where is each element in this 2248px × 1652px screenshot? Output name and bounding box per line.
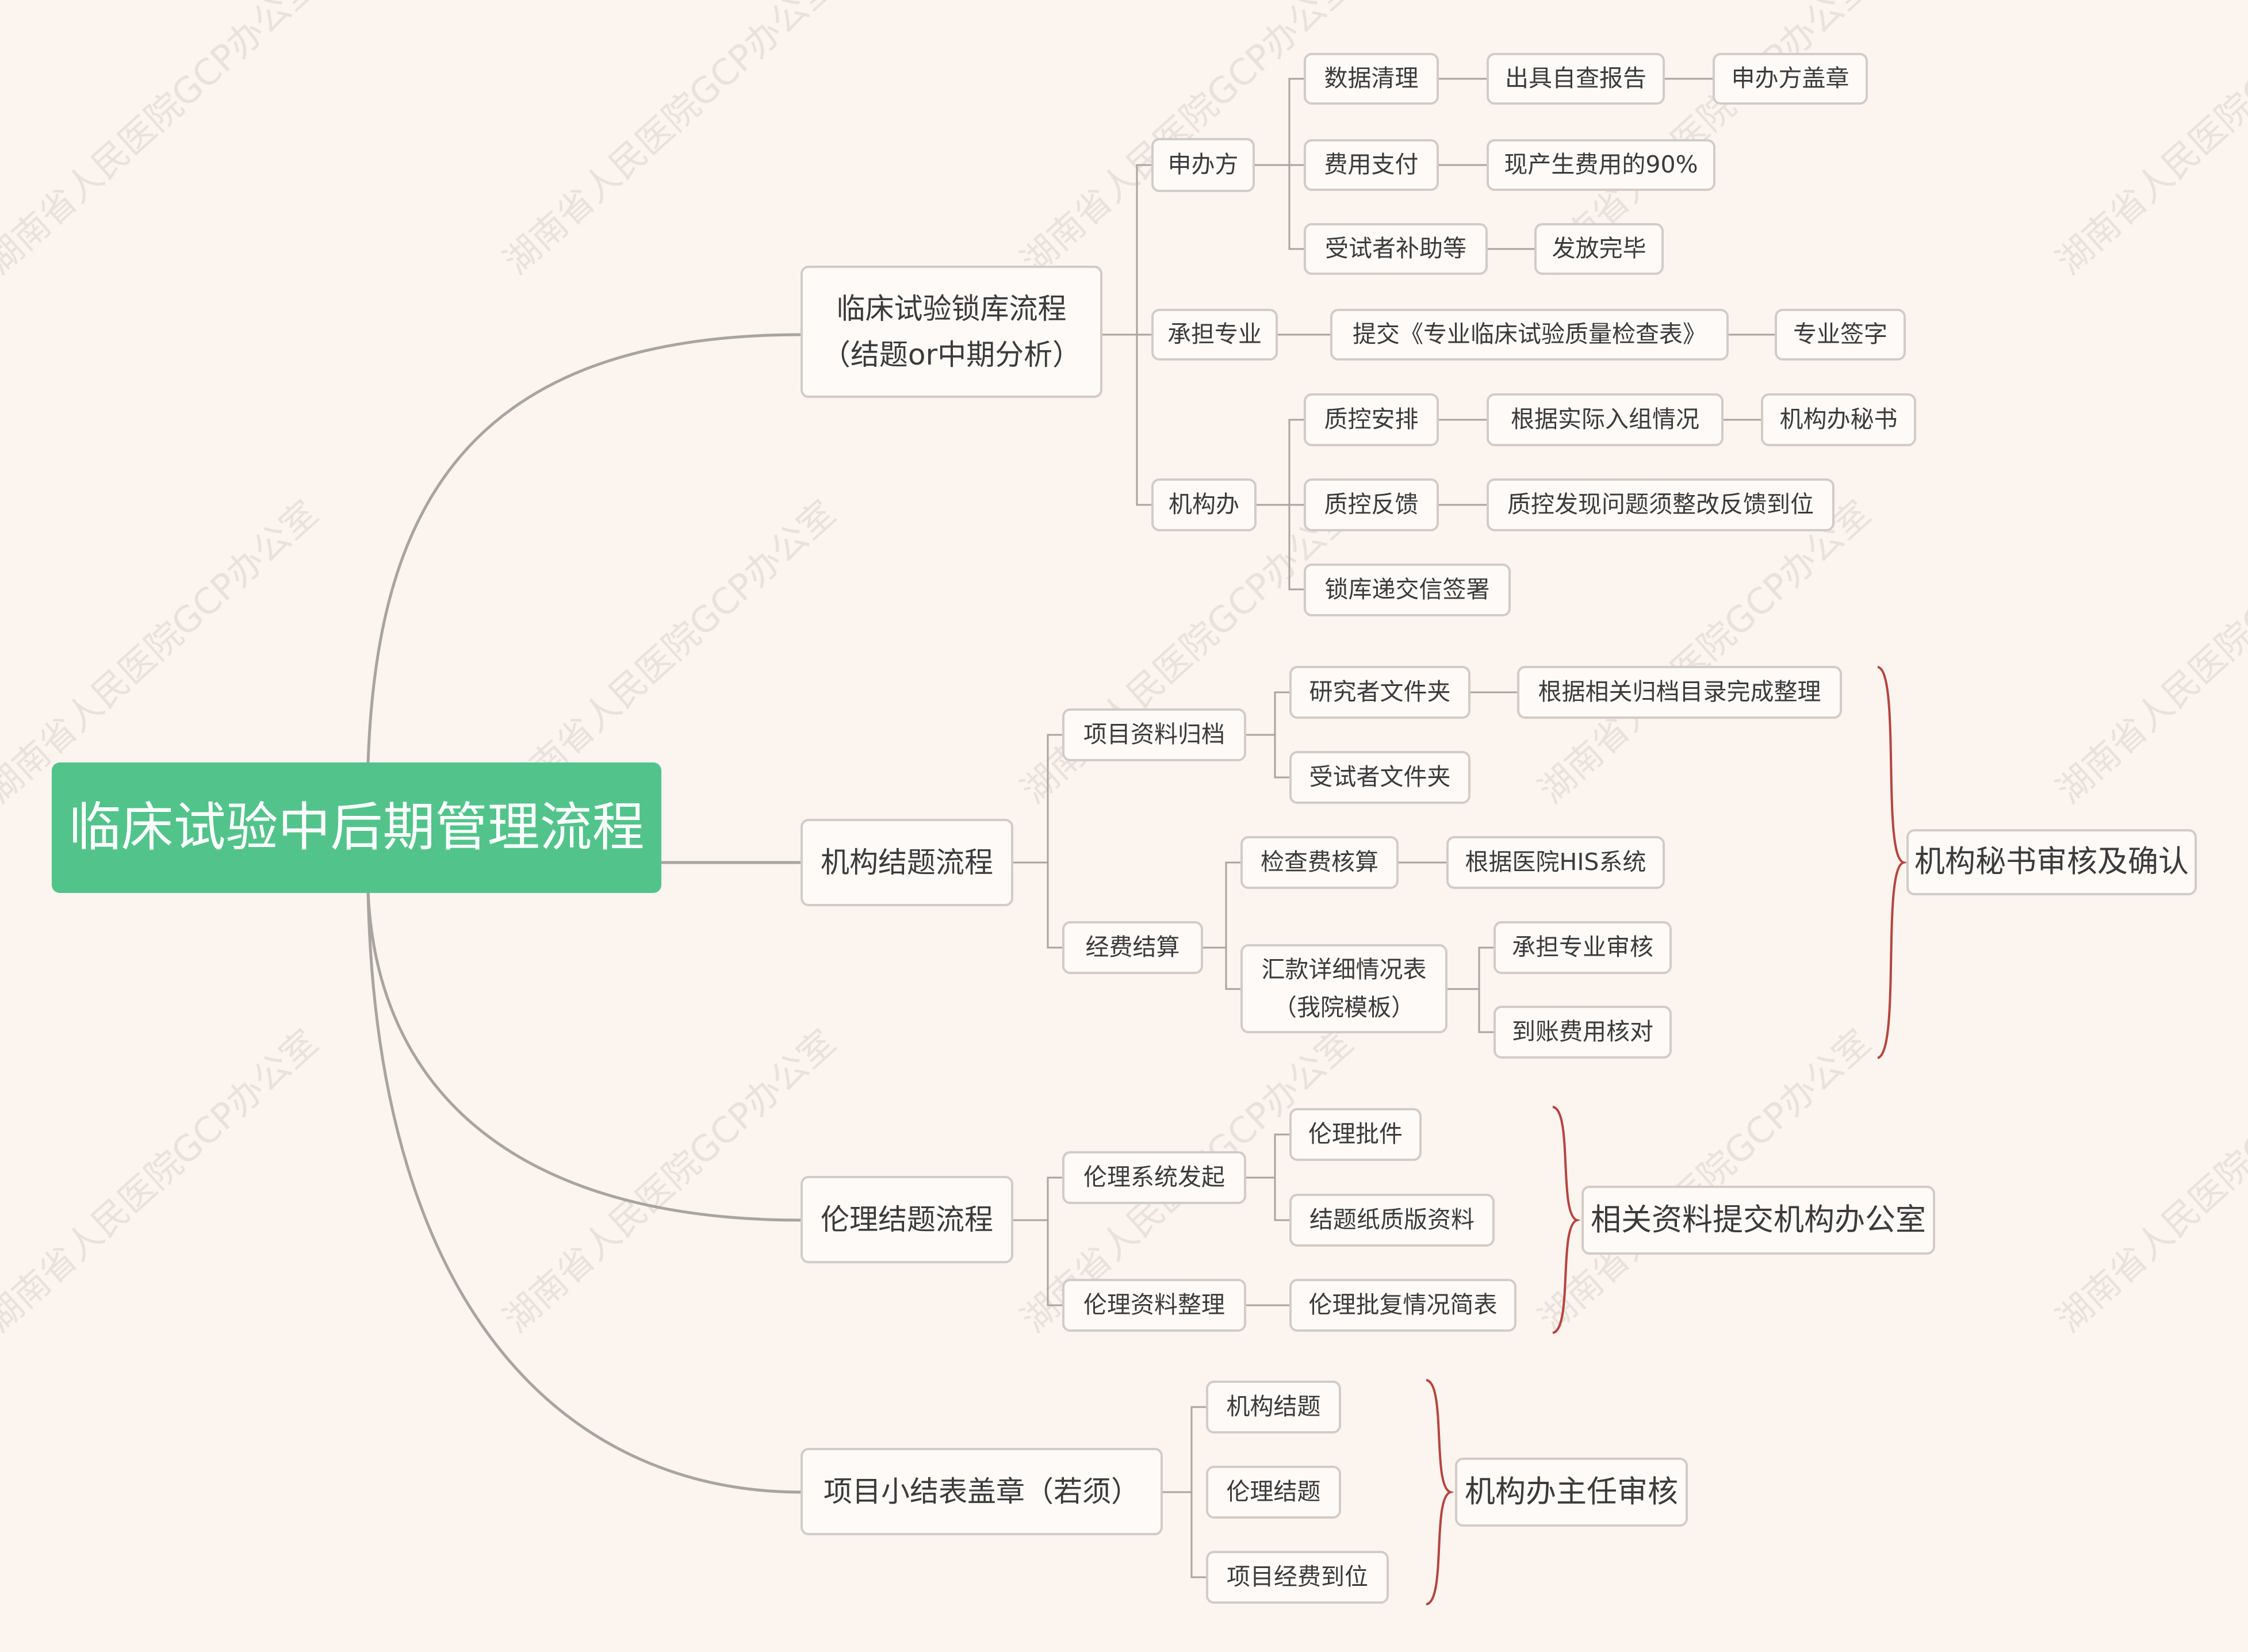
branch-institution-closeout-label: 机构结题流程 bbox=[821, 846, 993, 879]
node-fee-90-label: 现产生费用的90% bbox=[1504, 151, 1698, 179]
node-qc-arrangement-label: 质控安排 bbox=[1324, 405, 1419, 434]
node-department-label: 承担专业 bbox=[1167, 320, 1262, 348]
node-qc-rectification-label: 质控发现问题须整改反馈到位 bbox=[1507, 490, 1814, 519]
node-ethics-docs-label: 伦理资料整理 bbox=[1083, 1291, 1225, 1319]
node-funds-received-label: 项目经费到位 bbox=[1227, 1563, 1368, 1591]
node-lock-letter[interactable]: 锁库递交信签署 bbox=[1304, 564, 1511, 616]
node-remittance-title: 汇款详细情况表 bbox=[1261, 955, 1427, 983]
node-institution-closeout-label: 机构结题 bbox=[1226, 1393, 1321, 1421]
branch-institution-closeout[interactable]: 机构结题流程 bbox=[801, 819, 1013, 906]
node-qc-rectification[interactable]: 质控发现问题须整改反馈到位 bbox=[1487, 478, 1835, 531]
node-ethics-closeout[interactable]: 伦理结题 bbox=[1206, 1466, 1341, 1519]
node-office-secretary[interactable]: 机构办秘书 bbox=[1761, 393, 1916, 446]
node-dept-sign-label: 专业签字 bbox=[1793, 320, 1887, 348]
node-ethics-approval[interactable]: 伦理批件 bbox=[1289, 1108, 1422, 1161]
node-ethics-approval-label: 伦理批件 bbox=[1308, 1120, 1403, 1148]
branch-lock-title: 临床试验锁库流程 bbox=[836, 292, 1067, 325]
node-self-check-report[interactable]: 出具自查报告 bbox=[1487, 53, 1665, 105]
node-data-cleaning-label: 数据清理 bbox=[1324, 64, 1419, 93]
node-qc-arrangement[interactable]: 质控安排 bbox=[1304, 393, 1439, 446]
node-sponsor[interactable]: 申办方 bbox=[1151, 138, 1255, 192]
node-receipt-check[interactable]: 到账费用核对 bbox=[1493, 1006, 1672, 1059]
node-ethics-reply-table-label: 伦理批复情况简表 bbox=[1308, 1291, 1498, 1319]
node-receipt-check-label: 到账费用核对 bbox=[1512, 1018, 1653, 1046]
node-data-cleaning[interactable]: 数据清理 bbox=[1304, 53, 1439, 105]
node-quality-checklist[interactable]: 提交《专业临床试验质量检查表》 bbox=[1330, 309, 1729, 361]
branch-ethics-closeout-label: 伦理结题流程 bbox=[821, 1203, 993, 1236]
node-fee-payment[interactable]: 费用支付 bbox=[1304, 139, 1439, 191]
node-quality-checklist-label: 提交《专业临床试验质量检查表》 bbox=[1353, 320, 1706, 348]
node-remittance-template: （我院模板） bbox=[1273, 993, 1415, 1021]
summary-secretary-confirm[interactable]: 机构秘书审核及确认 bbox=[1906, 829, 2197, 895]
node-fee-settlement-label: 经费结算 bbox=[1085, 933, 1180, 961]
node-ethics-docs[interactable]: 伦理资料整理 bbox=[1062, 1279, 1246, 1332]
summary-director-review[interactable]: 机构办主任审核 bbox=[1455, 1458, 1688, 1527]
node-dept-review-label: 承担专业审核 bbox=[1512, 933, 1653, 961]
node-institution-office[interactable]: 机构办 bbox=[1151, 478, 1257, 531]
node-ethics-system-label: 伦理系统发起 bbox=[1083, 1163, 1225, 1191]
summary-director-review-label: 机构办主任审核 bbox=[1465, 1474, 1678, 1509]
node-fee-payment-label: 费用支付 bbox=[1324, 151, 1419, 179]
node-archive-catalog[interactable]: 根据相关归档目录完成整理 bbox=[1517, 666, 1842, 719]
node-archive[interactable]: 项目资料归档 bbox=[1062, 708, 1246, 761]
node-ethics-closeout-label: 伦理结题 bbox=[1226, 1478, 1321, 1506]
summary-secretary-confirm-label: 机构秘书审核及确认 bbox=[1914, 844, 2189, 880]
summary-submit-office[interactable]: 相关资料提交机构办公室 bbox=[1581, 1186, 1935, 1255]
node-actual-enrollment[interactable]: 根据实际入组情况 bbox=[1487, 393, 1724, 446]
node-dept-review[interactable]: 承担专业审核 bbox=[1493, 921, 1672, 974]
node-distributed-label: 发放完毕 bbox=[1552, 235, 1646, 263]
node-funds-received[interactable]: 项目经费到位 bbox=[1206, 1551, 1389, 1604]
node-sponsor-seal-label: 申办方盖章 bbox=[1731, 64, 1849, 93]
node-qc-feedback[interactable]: 质控反馈 bbox=[1304, 478, 1439, 531]
node-lock-letter-label: 锁库递交信签署 bbox=[1324, 576, 1490, 604]
node-department[interactable]: 承担专业 bbox=[1151, 309, 1278, 361]
node-investigator-folder-label: 研究者文件夹 bbox=[1309, 678, 1451, 706]
branch-lock-database[interactable]: 临床试验锁库流程 （结题or中期分析） bbox=[801, 266, 1102, 398]
node-subject-subsidy-label: 受试者补助等 bbox=[1325, 235, 1466, 263]
node-sponsor-seal[interactable]: 申办方盖章 bbox=[1713, 53, 1868, 105]
node-qc-feedback-label: 质控反馈 bbox=[1324, 490, 1419, 519]
node-subject-subsidy[interactable]: 受试者补助等 bbox=[1304, 223, 1488, 275]
node-subject-folder-label: 受试者文件夹 bbox=[1309, 763, 1451, 791]
branch-ethics-closeout[interactable]: 伦理结题流程 bbox=[801, 1176, 1013, 1263]
node-archive-label: 项目资料归档 bbox=[1083, 720, 1225, 749]
node-subject-folder[interactable]: 受试者文件夹 bbox=[1289, 751, 1470, 804]
node-his-system-label: 根据医院HIS系统 bbox=[1465, 848, 1646, 876]
node-distributed[interactable]: 发放完毕 bbox=[1534, 223, 1664, 275]
node-sponsor-label: 申办方 bbox=[1167, 151, 1239, 179]
node-paper-materials[interactable]: 结题纸质版资料 bbox=[1289, 1194, 1495, 1247]
node-fee-90[interactable]: 现产生费用的90% bbox=[1487, 139, 1715, 191]
node-ethics-system[interactable]: 伦理系统发起 bbox=[1062, 1151, 1246, 1204]
node-exam-fee-label: 检查费核算 bbox=[1261, 848, 1378, 876]
node-remittance-summary[interactable]: 汇款详细情况表 （我院模板） bbox=[1240, 944, 1447, 1033]
node-office-secretary-label: 机构办秘书 bbox=[1779, 405, 1898, 434]
summary-submit-office-label: 相关资料提交机构办公室 bbox=[1591, 1202, 1926, 1237]
node-dept-sign[interactable]: 专业签字 bbox=[1775, 309, 1906, 361]
root-node[interactable]: 临床试验中后期管理流程 bbox=[52, 762, 661, 893]
node-institution-closeout[interactable]: 机构结题 bbox=[1206, 1381, 1341, 1433]
node-exam-fee[interactable]: 检查费核算 bbox=[1240, 836, 1399, 889]
node-archive-catalog-label: 根据相关归档目录完成整理 bbox=[1538, 678, 1821, 706]
root-label: 临床试验中后期管理流程 bbox=[68, 797, 645, 858]
node-paper-materials-label: 结题纸质版资料 bbox=[1309, 1206, 1475, 1234]
node-actual-enrollment-label: 根据实际入组情况 bbox=[1511, 405, 1699, 434]
node-ethics-reply-table[interactable]: 伦理批复情况简表 bbox=[1289, 1279, 1516, 1332]
branch-lock-subtitle: （结题or中期分析） bbox=[821, 338, 1082, 371]
branch-summary-seal-label: 项目小结表盖章（若须） bbox=[824, 1475, 1140, 1508]
node-investigator-folder[interactable]: 研究者文件夹 bbox=[1289, 666, 1470, 719]
node-his-system[interactable]: 根据医院HIS系统 bbox=[1446, 836, 1665, 889]
node-self-check-report-label: 出具自查报告 bbox=[1505, 64, 1646, 93]
node-fee-settlement[interactable]: 经费结算 bbox=[1062, 921, 1203, 974]
node-institution-office-label: 机构办 bbox=[1169, 490, 1239, 519]
branch-summary-seal[interactable]: 项目小结表盖章（若须） bbox=[801, 1448, 1163, 1535]
